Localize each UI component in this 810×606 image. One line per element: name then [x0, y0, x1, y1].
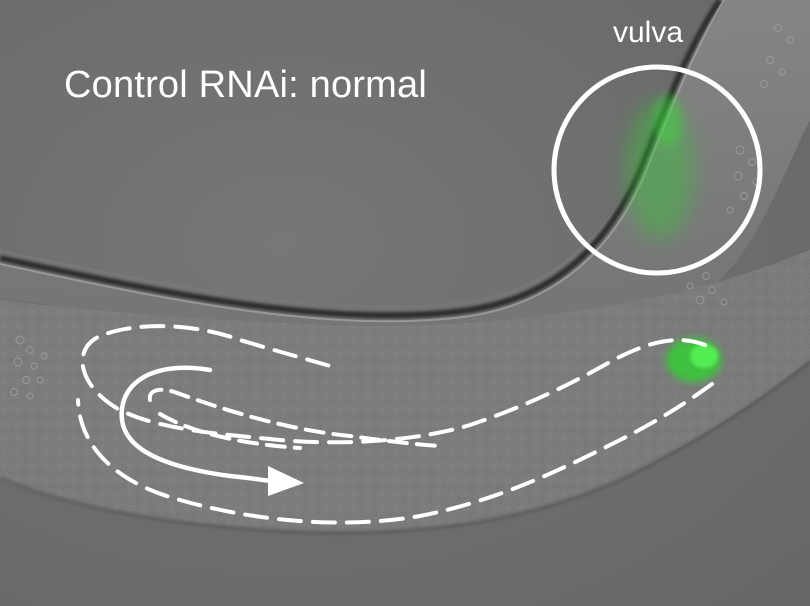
condition-title: Control RNAi: normal — [64, 64, 427, 106]
gonad-inner-dashed — [147, 387, 442, 448]
granule-clusters — [10, 24, 794, 400]
vulva-circle — [551, 64, 763, 276]
worm-upper-body — [0, 0, 810, 357]
migration-arrow-path — [119, 365, 275, 484]
vulva-label: vulva — [613, 16, 684, 49]
migration-arrow-head — [268, 466, 304, 496]
